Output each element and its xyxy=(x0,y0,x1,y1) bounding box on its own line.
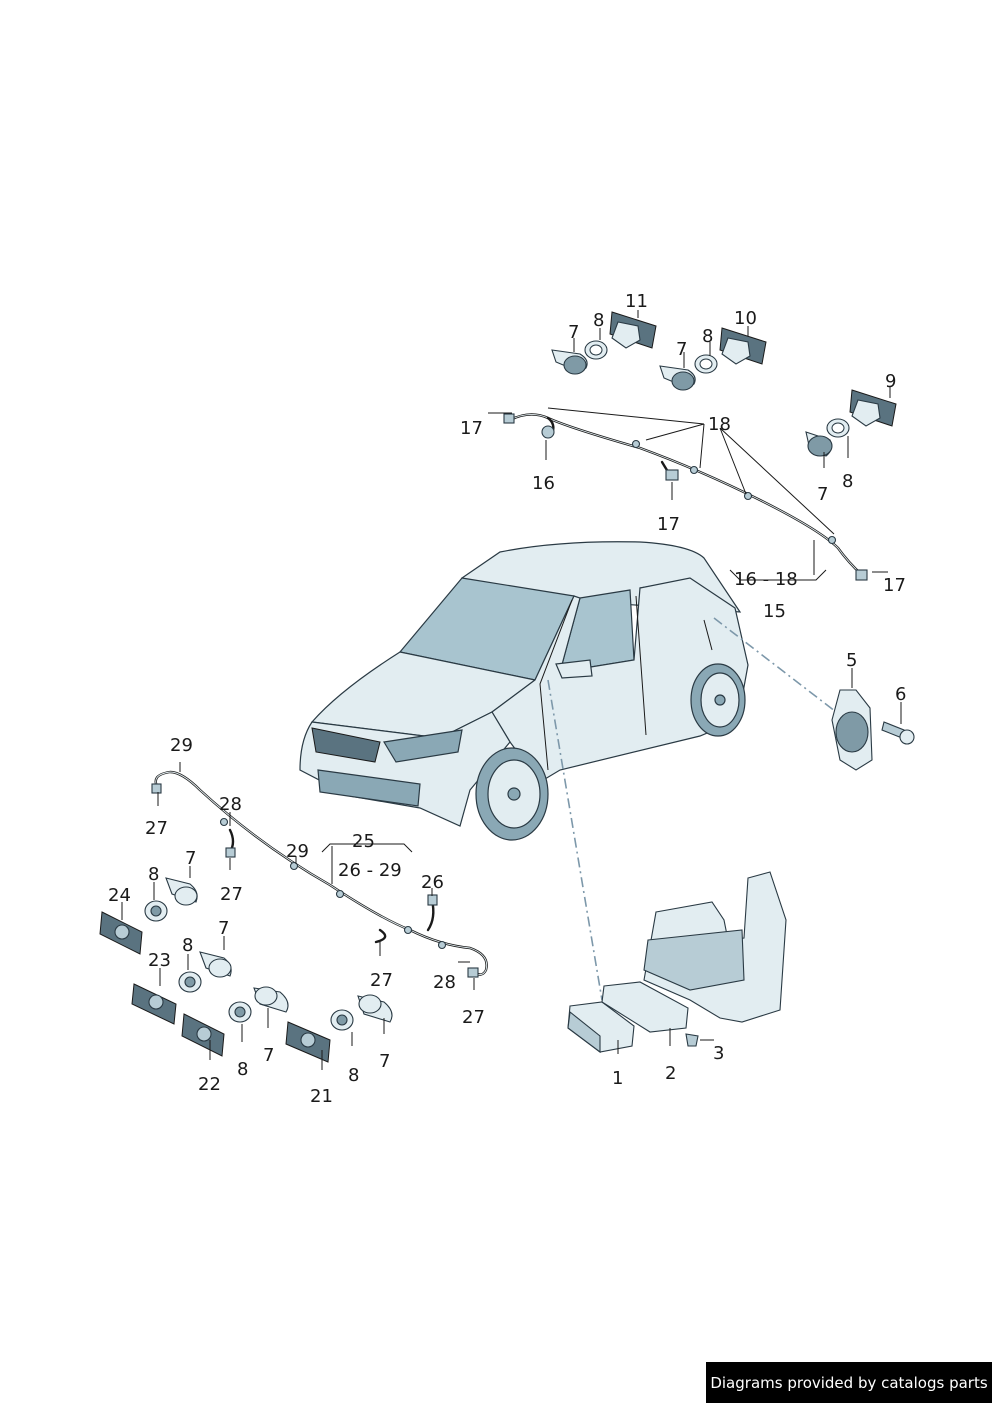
label-part-28-b: 28 xyxy=(433,972,456,993)
ring-8-lower-c xyxy=(228,1001,252,1023)
label-part-8-e: 8 xyxy=(182,935,194,956)
label-part-27-c: 27 xyxy=(370,970,393,991)
bracket-22 xyxy=(181,1013,225,1057)
label-part-6: 6 xyxy=(895,684,907,705)
label-part-29-a: 29 xyxy=(170,735,193,756)
label-part-24: 24 xyxy=(108,885,131,906)
label-part-15: 15 xyxy=(763,601,786,622)
label-part-7-e: 7 xyxy=(218,918,230,939)
bracket-24 xyxy=(99,911,143,955)
label-part-26: 26 xyxy=(421,872,444,893)
sensor-7-lower-d xyxy=(357,994,393,1023)
label-part-17-b: 17 xyxy=(657,514,680,535)
warning-buzzer xyxy=(831,689,873,771)
attribution-footer: Diagrams provided by catalogs parts xyxy=(706,1362,992,1403)
label-part-5: 5 xyxy=(846,650,858,671)
ring-8-upper-right xyxy=(826,418,850,438)
label-part-8-a: 8 xyxy=(593,310,605,331)
label-part-27-d: 27 xyxy=(462,1007,485,1028)
label-part-11: 11 xyxy=(625,291,648,312)
sensor-7-lower-c xyxy=(253,986,289,1013)
leader-lines xyxy=(121,310,902,1070)
bracket-9 xyxy=(849,389,897,427)
bracket-21 xyxy=(285,1021,331,1063)
sensor-7-upper-right xyxy=(805,431,833,457)
rear-wiring-harness xyxy=(503,413,868,581)
label-part-17-a: 17 xyxy=(460,418,483,439)
label-part-7-b: 7 xyxy=(676,339,688,360)
label-part-27-a: 27 xyxy=(145,818,168,839)
label-part-1: 1 xyxy=(612,1068,624,1089)
label-part-17-c: 17 xyxy=(883,575,906,596)
label-part-3: 3 xyxy=(713,1043,725,1064)
label-part-18: 18 xyxy=(708,414,731,435)
label-part-23: 23 xyxy=(148,950,171,971)
label-part-7-d: 7 xyxy=(185,848,197,869)
label-part-29-b: 29 xyxy=(286,841,309,862)
ring-8-upper-left xyxy=(584,340,608,360)
car-illustration xyxy=(299,541,749,841)
bracket-10 xyxy=(719,327,767,365)
control-unit xyxy=(567,1001,635,1054)
ring-8-lower-a xyxy=(144,900,168,922)
label-part-8-c: 8 xyxy=(842,471,854,492)
label-part-8-d: 8 xyxy=(148,864,160,885)
ring-8-upper-mid xyxy=(694,354,718,374)
label-part-10: 10 xyxy=(734,308,757,329)
label-part-7-f: 7 xyxy=(263,1045,275,1066)
label-part-25: 25 xyxy=(352,831,375,852)
label-part-21: 21 xyxy=(310,1086,333,1107)
bracket-11 xyxy=(609,311,657,349)
screw-6 xyxy=(881,721,915,745)
sensor-7-upper-mid xyxy=(659,365,696,391)
label-part-8-f: 8 xyxy=(237,1059,249,1080)
attribution-text: Diagrams provided by catalogs parts xyxy=(710,1373,988,1392)
label-part-28-a: 28 xyxy=(219,794,242,815)
label-part-8-g: 8 xyxy=(348,1065,360,1086)
label-part-26-29: 26 - 29 xyxy=(338,860,402,881)
ring-8-lower-d xyxy=(330,1009,354,1031)
bracket-23 xyxy=(131,983,177,1025)
dashed-leaders xyxy=(547,617,841,1001)
sensor-7-lower-b xyxy=(199,951,232,978)
label-part-9: 9 xyxy=(885,371,897,392)
screw-3 xyxy=(685,1033,699,1047)
label-part-8-b: 8 xyxy=(702,326,714,347)
ring-8-lower-b xyxy=(178,971,202,993)
sensor-7-upper-left xyxy=(551,349,588,375)
label-part-7-c: 7 xyxy=(817,484,829,505)
label-part-7-a: 7 xyxy=(568,322,580,343)
label-part-16-18: 16 - 18 xyxy=(734,569,798,590)
sensor-7-lower-a xyxy=(165,877,198,906)
label-part-2: 2 xyxy=(665,1063,677,1084)
control-unit-bracket xyxy=(601,981,689,1033)
label-part-22: 22 xyxy=(198,1074,221,1095)
front-wiring-harness xyxy=(151,770,488,978)
mounting-bracket xyxy=(643,871,787,1023)
label-part-27-b: 27 xyxy=(220,884,243,905)
label-part-16: 16 xyxy=(532,473,555,494)
label-part-7-g: 7 xyxy=(379,1051,391,1072)
